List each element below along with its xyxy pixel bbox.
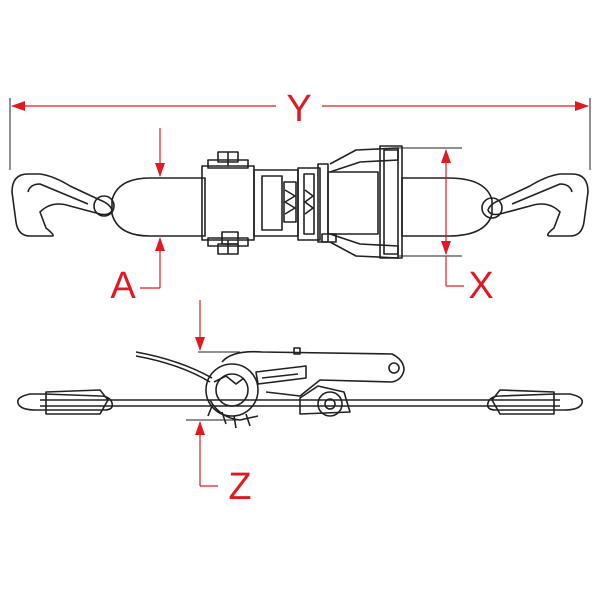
top-view — [11, 145, 589, 259]
label-z: Z — [228, 466, 251, 508]
right-hook-side — [486, 393, 584, 411]
dimension-a — [140, 128, 165, 289]
side-view — [16, 347, 584, 429]
label-x: X — [468, 265, 493, 307]
dimensions — [9, 98, 591, 487]
left-hook-side — [16, 393, 114, 411]
label-y: Y — [286, 88, 311, 130]
dimension-y — [9, 98, 591, 170]
label-a: A — [110, 265, 136, 307]
dimension-z — [186, 300, 240, 487]
right-strap — [401, 177, 493, 237]
right-hook — [487, 173, 589, 237]
left-strap — [111, 177, 206, 237]
dimension-x — [398, 147, 464, 287]
left-hook — [11, 173, 113, 237]
ratchet-side — [205, 347, 405, 429]
ratchet-top — [201, 145, 403, 259]
